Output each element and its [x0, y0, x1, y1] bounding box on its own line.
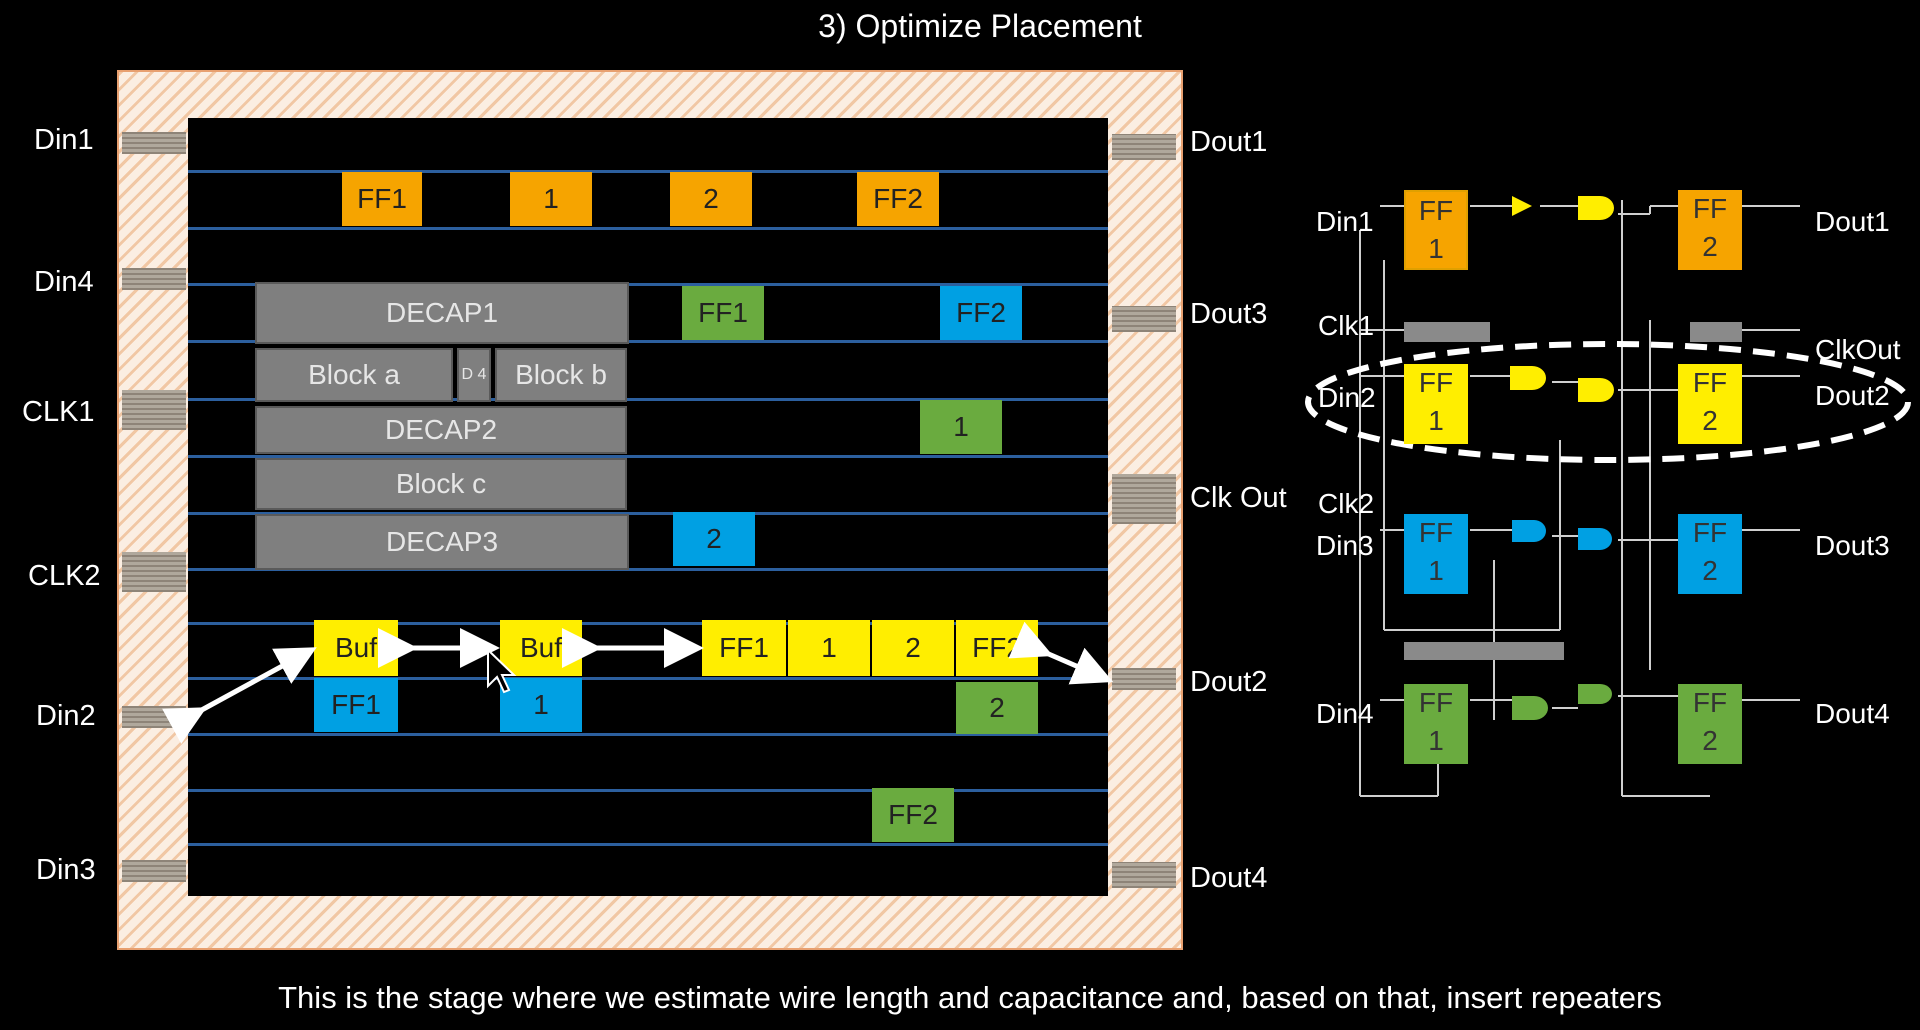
- schematic-label-dout1: Dout1: [1815, 206, 1890, 237]
- buffer-cell-2: Buf: [500, 620, 582, 676]
- schematic-label-clkout: ClkOut: [1815, 334, 1901, 365]
- orange-comb1-cell: 1: [510, 172, 592, 226]
- decap1-block: DECAP1: [255, 282, 629, 344]
- pad-din3: [122, 860, 186, 882]
- blue-ff2-cell: FF2: [940, 286, 1022, 340]
- placement-row-line: [188, 622, 1108, 625]
- placement-row-line: [188, 843, 1108, 846]
- yellow-ff1-cell: FF1: [702, 620, 786, 676]
- blue-comb1-cell: 1: [500, 678, 582, 732]
- placement-row-line: [188, 227, 1108, 230]
- pad-dout1: [1112, 134, 1176, 160]
- page-title: 3) Optimize Placement: [818, 8, 1142, 44]
- pad-din2: [122, 706, 186, 728]
- decap3-block: DECAP3: [255, 514, 629, 570]
- pin-label-clk2: CLK2: [28, 560, 101, 592]
- placement-row-line: [188, 677, 1108, 680]
- green-ff1-cell: FF1: [682, 286, 764, 340]
- placement-row-line: [188, 512, 1108, 515]
- pin-label-dout3: Dout3: [1190, 298, 1268, 330]
- blue-comb2-cell: 2: [673, 512, 755, 566]
- pad-dout4: [1112, 862, 1176, 888]
- decap2-block: DECAP2: [255, 406, 627, 454]
- orange-ff1-cell: FF1: [342, 172, 422, 226]
- decap4-block: D 4: [457, 348, 491, 402]
- schematic-label-dout4: Dout4: [1815, 698, 1890, 729]
- placement-row-line: [188, 283, 1108, 286]
- orange-ff2-cell: FF2: [857, 172, 939, 226]
- pad-din1: [122, 132, 186, 154]
- pin-label-dout1: Dout1: [1190, 126, 1268, 158]
- block-a: Block a: [255, 348, 453, 402]
- yellow-comb1-cell: 1: [788, 620, 870, 676]
- yellow-ff2-cell: FF2: [956, 620, 1038, 676]
- yellow-comb2-cell: 2: [872, 620, 954, 676]
- placement-row-line: [188, 340, 1108, 343]
- pin-label-din4: Din4: [34, 266, 94, 298]
- placement-row-line: [188, 455, 1108, 458]
- schematic-label-dout3: Dout3: [1815, 530, 1890, 561]
- pin-label-din2: Din2: [36, 700, 96, 732]
- schematic-label-din2: Din2: [1318, 382, 1376, 413]
- block-c: Block c: [255, 458, 627, 510]
- pin-label-din3: Din3: [36, 854, 96, 886]
- pad-clk1: [122, 390, 186, 430]
- pin-label-dout4: Dout4: [1190, 862, 1268, 894]
- blue-ff1-cell: FF1: [314, 678, 398, 732]
- schematic-label-dout2: Dout2: [1815, 380, 1890, 411]
- pad-dout3: [1112, 306, 1176, 332]
- placement-row-line: [188, 170, 1108, 173]
- schematic-label-clk2: Clk2: [1318, 488, 1375, 519]
- pad-clk2: [122, 552, 186, 592]
- placement-row-line: [188, 398, 1108, 401]
- buffer-cell-1: Buf: [314, 620, 398, 676]
- placement-row-line: [188, 733, 1108, 736]
- placement-row-line: [188, 789, 1108, 792]
- pin-label-clk-out: Clk Out: [1190, 482, 1287, 514]
- green-comb2-cell: 2: [956, 682, 1038, 734]
- schematic-label-din4: Din4: [1316, 698, 1374, 729]
- slide-caption: This is the stage where we estimate wire…: [278, 980, 1662, 1015]
- pad-din4: [122, 268, 186, 290]
- schematic-label-clk1: Clk1: [1318, 310, 1375, 341]
- schematic-label-din3: Din3: [1316, 530, 1374, 561]
- pin-label-din1: Din1: [34, 124, 94, 156]
- placement-row-line: [188, 568, 1108, 571]
- orange-comb2-cell: 2: [670, 172, 752, 226]
- schematic-label-din1: Din1: [1316, 206, 1374, 237]
- green-comb1-cell: 1: [920, 400, 1002, 454]
- pad-clk-out: [1112, 474, 1176, 524]
- block-b: Block b: [495, 348, 627, 402]
- pad-dout2: [1112, 668, 1176, 690]
- pin-label-dout2: Dout2: [1190, 666, 1268, 698]
- pin-label-clk1: CLK1: [22, 396, 95, 428]
- green-ff2-cell: FF2: [872, 788, 954, 842]
